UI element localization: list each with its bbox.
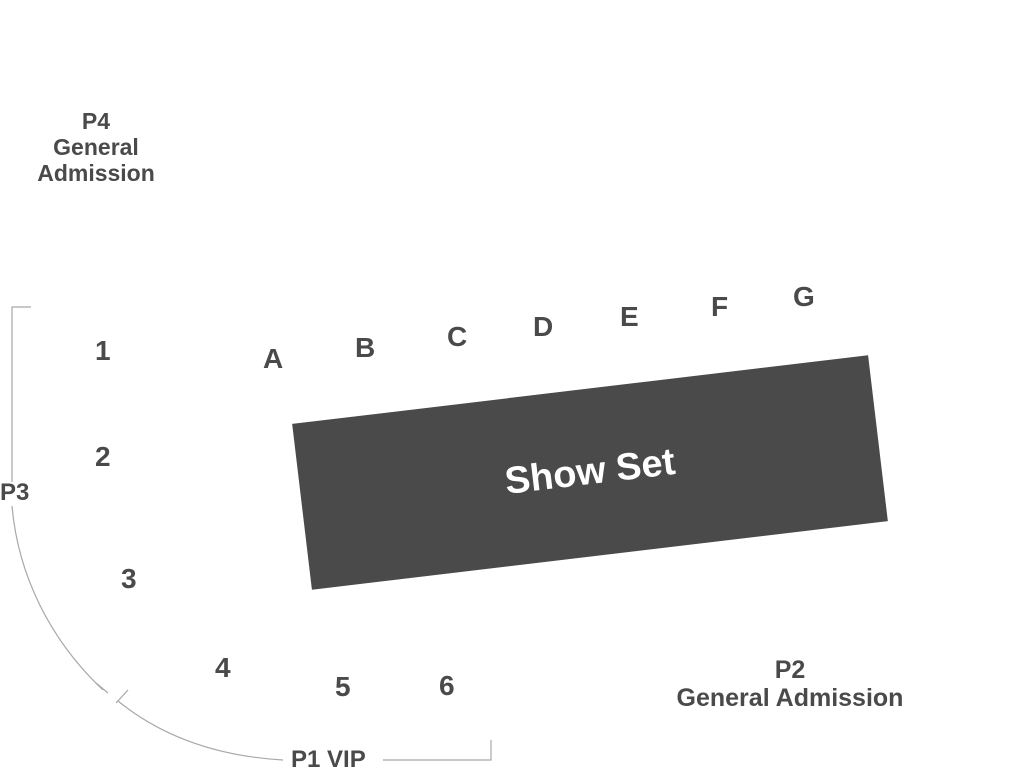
p1-bracket-start [115,689,129,704]
zone-p2-code: P2 [774,656,806,684]
row-a: A [263,343,284,374]
seat-4: 4 [215,652,231,683]
seat-6: 6 [439,670,455,701]
p3-bracket-arc [11,505,104,691]
section-p3-label: P3 [0,479,30,506]
row-c: C [447,321,468,352]
seat-1: 1 [95,335,111,366]
seat-5: 5 [335,671,351,702]
seat-2: 2 [95,441,111,472]
row-g: G [793,281,815,312]
zone-p4-line2: Admission [37,160,155,186]
p1-bracket-line [383,740,492,761]
zone-p4-label: P4 General Admission [26,108,166,186]
seat-3: 3 [121,563,137,594]
row-b: B [355,332,376,363]
p3-bracket-end [95,682,109,694]
section-p1-vip-label: P1 VIP [291,746,366,773]
zone-p4-line1: General [53,134,139,160]
p1-bracket-arc [117,700,284,761]
row-d: D [533,311,554,342]
zone-p4-code: P4 [81,108,111,134]
p3-bracket [11,306,31,482]
row-e: E [620,301,639,332]
zone-p2-label: P2 General Admission [650,656,930,712]
show-set-label: Show Set [502,441,678,503]
row-f: F [711,291,729,322]
zone-p2-line1: General Admission [676,684,904,712]
